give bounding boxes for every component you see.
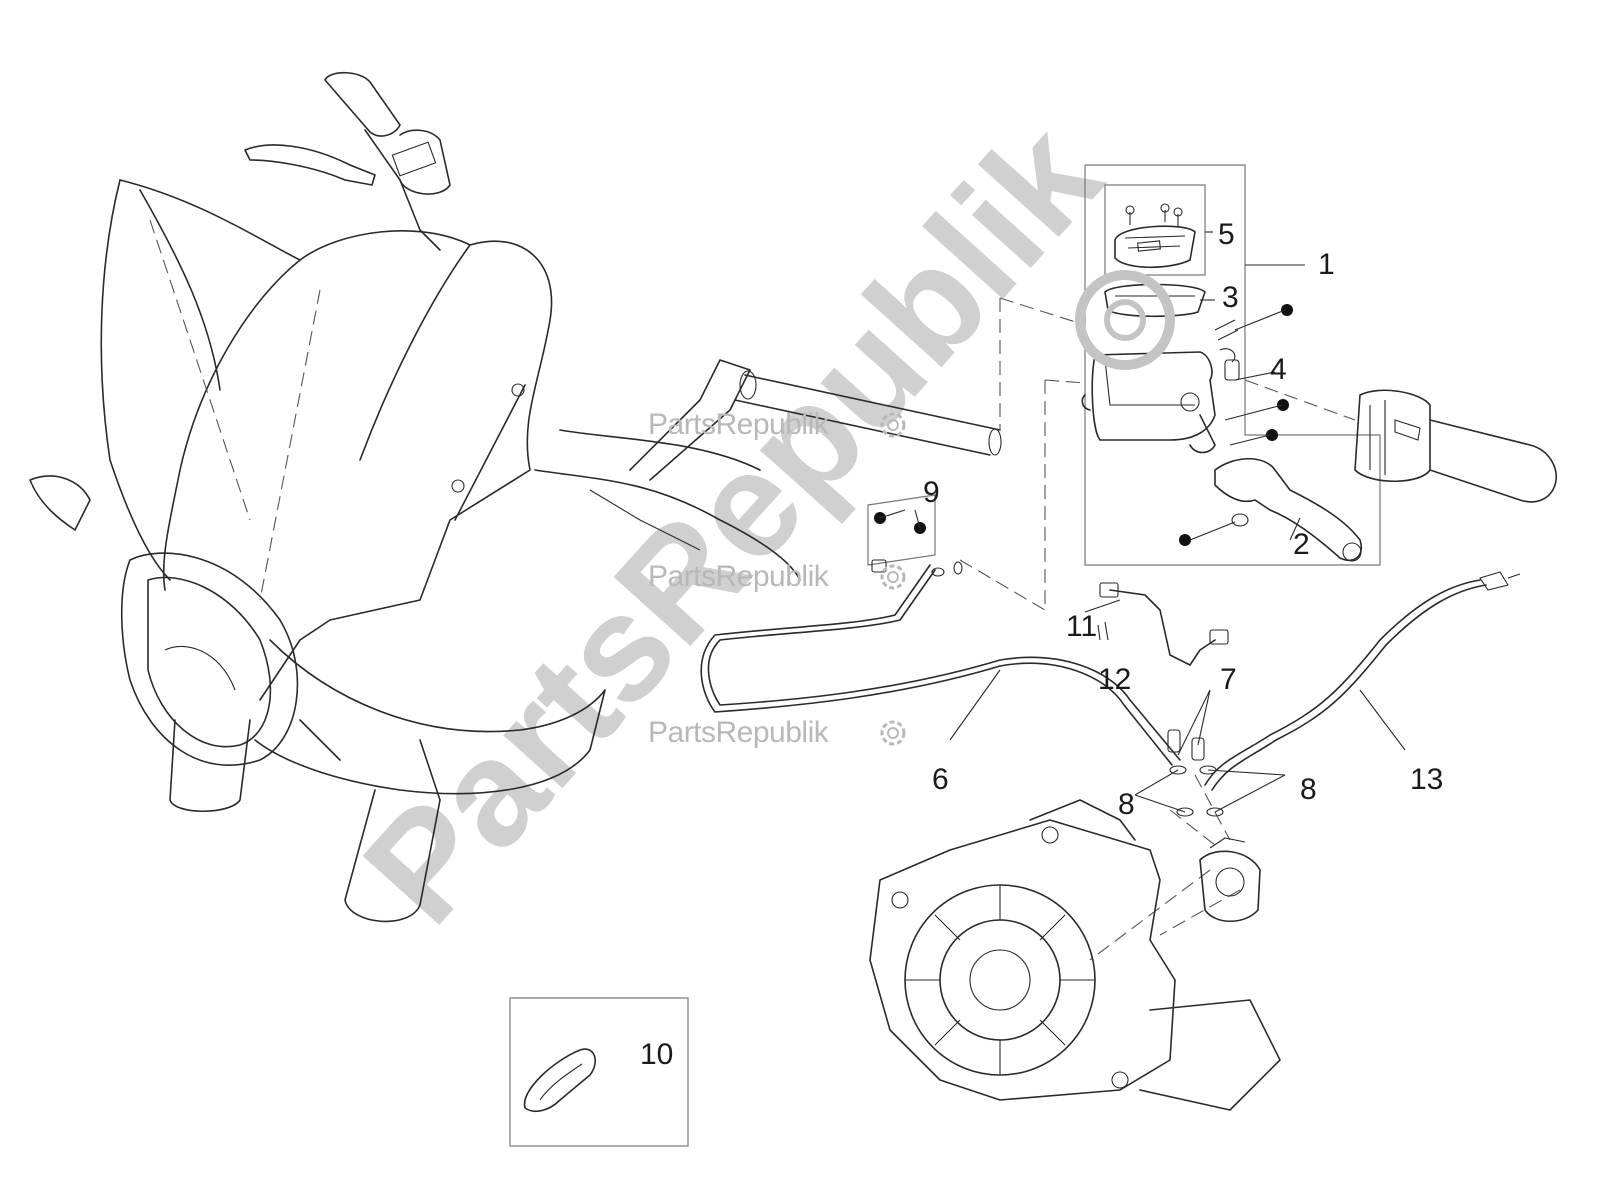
watermark-small-1: PartsRepublik	[648, 408, 829, 441]
watermark-small-3: PartsRepublik	[648, 716, 829, 749]
watermark-gear-large	[1075, 270, 1175, 370]
hoses	[700, 561, 1521, 817]
front-fairing	[29, 71, 1002, 923]
watermark-small-2: PartsRepublik	[648, 560, 829, 593]
callout-7: 7	[1220, 663, 1237, 696]
callout-1: 1	[1318, 248, 1335, 281]
callout-10: 10	[640, 1038, 674, 1071]
gear-icon	[880, 412, 906, 438]
master-cylinder-kit	[1081, 164, 1381, 566]
callout-3: 3	[1222, 281, 1239, 314]
callout-9: 9	[923, 476, 940, 509]
callout-5: 5	[1218, 218, 1235, 251]
callout-4: 4	[1270, 353, 1287, 386]
gear-icon	[880, 720, 906, 746]
callout-6: 6	[932, 763, 949, 796]
callout-11: 11	[1066, 610, 1098, 643]
callout-8-left: 8	[1118, 788, 1135, 821]
gear-icon	[880, 564, 906, 590]
item-9-kit	[867, 494, 936, 573]
gearbox-housing	[869, 799, 1281, 1111]
callout-2: 2	[1293, 528, 1310, 561]
callout-12: 12	[1098, 663, 1132, 696]
callout-13: 13	[1410, 763, 1444, 796]
right-grip	[1244, 379, 1557, 503]
assembly-guides	[959, 297, 1241, 961]
callout-8-right: 8	[1300, 773, 1317, 806]
item-10-kit	[509, 997, 689, 1147]
